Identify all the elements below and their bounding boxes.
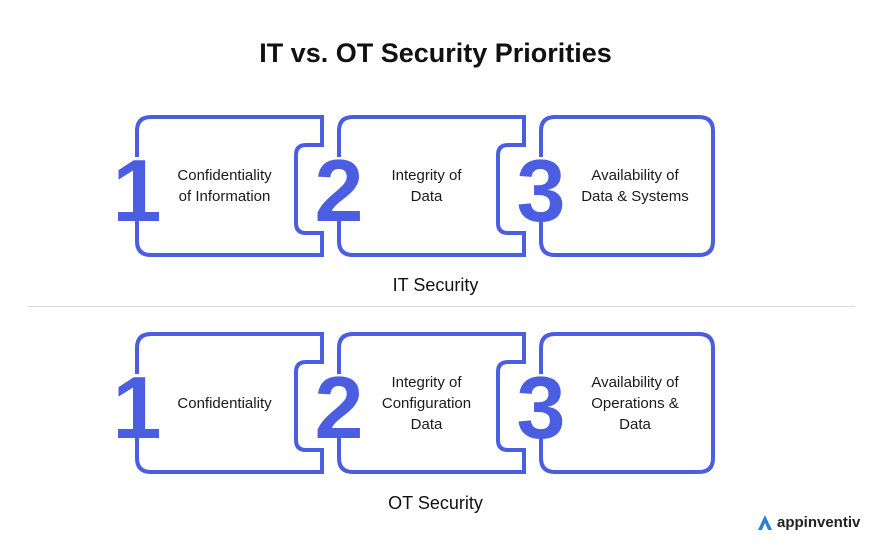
card-text: Availability of Operations & Data <box>570 334 700 472</box>
card-number: 2 <box>315 141 364 240</box>
page-title: IT vs. OT Security Priorities <box>259 38 612 68</box>
card-outline <box>539 115 715 257</box>
card-text-line: Integrity of <box>391 167 462 184</box>
card-text: Confidentiality <box>160 334 290 472</box>
card-text-line: Confidentiality <box>177 167 272 184</box>
card-number: 1 <box>113 358 162 457</box>
card-outline <box>337 115 526 257</box>
card-number: 3 <box>517 358 566 457</box>
card-outline <box>337 332 526 474</box>
section-label-ot: OT Security <box>388 493 483 513</box>
card-text: Confidentiality of Information <box>160 117 290 255</box>
card-number: 1 <box>113 141 162 240</box>
card-text-line: Operations & <box>591 394 679 412</box>
card-text-line: Data <box>410 188 443 205</box>
card-text-line: Data <box>410 415 443 433</box>
card-text: Integrity of Data <box>362 117 492 255</box>
card-number: 2 <box>315 358 364 457</box>
card-text-line: Availability of <box>591 373 679 391</box>
card-number: 3 <box>517 141 566 240</box>
card-outline <box>135 332 324 474</box>
logo-icon <box>758 515 772 530</box>
card-text-line: Availability of <box>591 167 679 184</box>
card-text-line: Configuration <box>381 394 472 412</box>
card-text-line: Integrity of <box>391 373 462 391</box>
card-text-line: Data <box>619 415 651 433</box>
card-text: Availability of Data & Systems <box>570 117 700 255</box>
section-label-it: IT Security <box>392 275 479 295</box>
card-text-line: Confidentiality <box>177 394 272 412</box>
appinventiv-logo: appinventiv <box>756 513 860 531</box>
card-outline <box>539 332 715 474</box>
card-outline <box>135 115 324 257</box>
divider <box>28 306 855 307</box>
card-text-line: of Information <box>178 188 271 205</box>
logo-text: appinventiv <box>777 513 861 531</box>
card-text-line: Data & Systems <box>581 188 689 205</box>
